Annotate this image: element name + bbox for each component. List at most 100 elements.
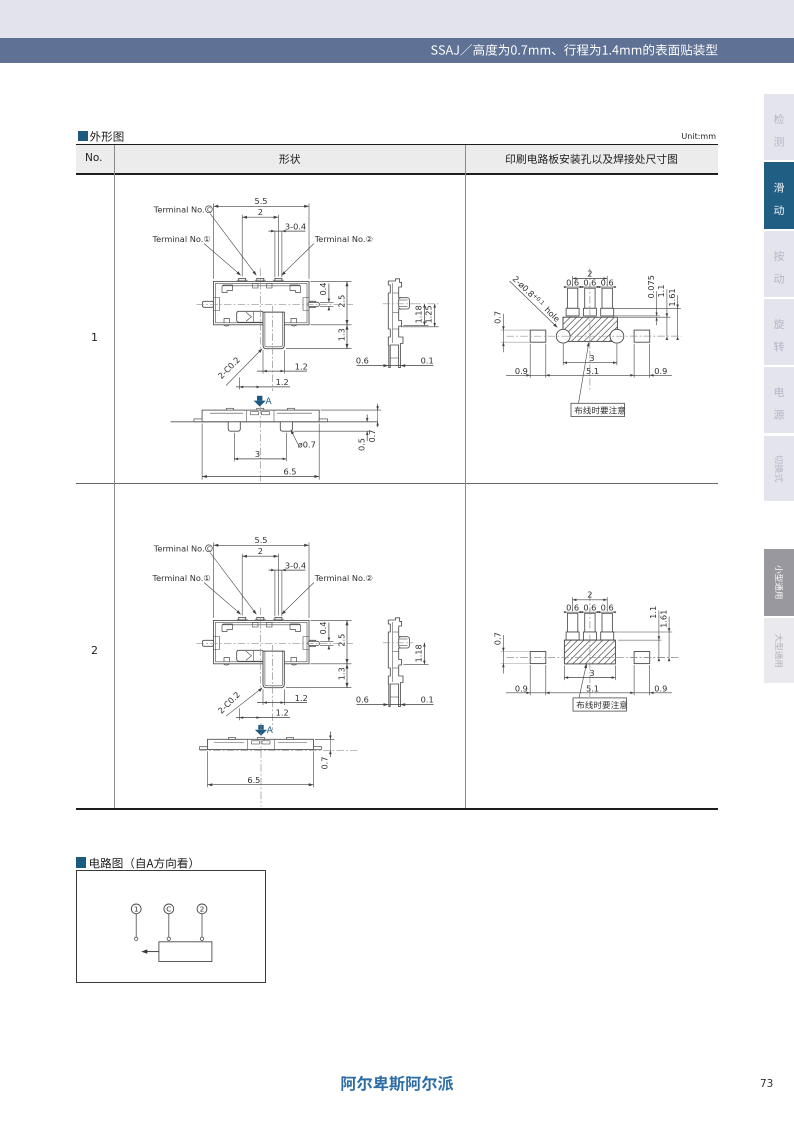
dim-label: 1.25 [424,305,434,323]
dim-label: 3 [589,353,594,363]
title-bar [0,37,794,63]
sidebar-tab-xiaoxing-tongyong[interactable]: 小型通用 [764,549,794,616]
row1-pcb-note [574,406,626,415]
sidebar-tab-andong[interactable]: 按动 [764,231,794,297]
dim-label: 6.5 [283,467,296,477]
dim-label: 0.9 [654,366,667,376]
dim-label: 2 [587,268,592,278]
dim-label: 2.5 [336,634,346,647]
terminal-label: Terminal No.② [314,573,373,583]
dim-label: 5.5 [254,196,267,206]
row2-pcb-note [576,700,628,709]
table-column-divider-1 [113,145,115,808]
sidebar-tab-dianyuan[interactable]: 电源 [764,367,794,433]
dim-label: C [207,208,211,214]
row1-number: 1 [91,330,98,344]
dim-label: 0.6 [566,603,579,613]
terminal-label: Terminal No. [153,204,205,214]
row2-number: 2 [91,644,98,657]
sidebar-tab-glyphs [773,182,784,216]
dim-label: 2-C0.2 [216,355,242,381]
dim-label: 1.1 [656,284,666,297]
dim-label: 3 [589,668,594,678]
view-a-arrow [253,395,266,407]
sidebar-tab-glyphs [773,250,785,284]
dim-label: 0.9 [515,366,528,376]
dim-label: 0.7 [493,311,503,324]
circuit-section-title [89,857,192,869]
table-row-divider [76,483,718,485]
sidebar-tab-huadong[interactable]: 滑动 [764,162,794,229]
dim-label: 3-0.4 [285,560,306,570]
dim-label: C [207,547,211,553]
dim-label: 0.5 [357,438,367,451]
dim-label: 0.075 [646,275,656,298]
dim-label: 0.9 [654,683,667,693]
view-a-arrow [254,724,268,736]
dim-label: 5.1 [586,366,599,376]
dim-label: 5.1 [586,683,599,693]
row2-bottom-view: A 0.7 6.5 [199,723,358,807]
table-border-bottom [76,808,718,811]
hole-callout: 2-ø0.8+0.1 hole [511,274,562,324]
row2-side-view: 1.18 0.6 0.1 [356,617,434,708]
sidebar-tab-glyphs [773,318,785,352]
dim-label: 0.1 [421,694,434,704]
dim-label: 2 [587,590,592,600]
sidebar-tab-glyphs [773,113,785,147]
row2-top-view: 5.5 2 3-0.4 Terminal No. C Terminal No.①… [152,535,373,730]
table-header-border [76,173,718,175]
terminal-label: Terminal No.② [314,234,373,244]
terminal-label: Terminal No.① [152,234,211,244]
dim-label: 0.4 [318,621,328,634]
sidebar-tab-glyphs [773,386,785,420]
dim-label: 2-C0.2 [216,690,242,716]
terminal-label: Terminal No. [153,543,205,553]
row2-pcb-view: 2 0.6 0.6 0.6 0.7 1.1 1.61 3 5.1 0.9 0.9… [493,590,680,712]
sidebar-tab-daxing-tongyong[interactable]: 大型通用 [764,617,794,683]
sidebar-tab-glyphs [775,565,783,599]
view-a-label: A [265,396,272,407]
dim-label: 0.6 [583,603,596,613]
top-band [0,0,794,38]
dim-label: 0.4 [318,282,328,295]
dim-label: 1.3 [336,667,346,680]
circuit-section-bullet [75,857,87,868]
row1-side-view: 1.18 1.25 0.6 0.1 [356,278,439,369]
dim-label: 1.2 [276,377,289,387]
sidebar-tab-qiehuanshi[interactable]: 切换式 [764,435,794,501]
sidebar-tab-glyphs [775,633,784,667]
table-header-no: No. [85,151,103,164]
dim-label: 6.5 [247,775,260,785]
dim-label: 2.5 [336,295,346,308]
dim-label: 3 [255,449,260,459]
sidebar-tab-jiance[interactable]: 检测 [764,94,794,160]
dim-label: 2 [258,546,263,556]
dim-label: 1.18 [413,644,423,662]
dim-label: 0.7 [320,756,330,769]
dim-label: 1.61 [667,288,677,306]
brand-logo-text [341,1075,454,1092]
dim-label: ø0.7 [298,439,316,449]
row1-top-view: 5.5 2 3-0.4 Terminal No. C Terminal No.①… [152,196,373,391]
row1-bottom-view: A ø0.7 3 6.5 0.7 0.5 [170,395,381,482]
table-header-background [76,145,718,173]
unit-label: Unit:mm [681,131,716,141]
dim-label: 0.7 [493,632,503,645]
table-border-top [76,143,718,146]
dim-label: 0.1 [421,355,434,365]
outline-section-title [89,131,124,142]
dim-label: 0.7 [367,429,377,442]
dim-label: 0.9 [515,683,528,693]
dim-label: 1.61 [658,610,668,628]
dim-label: 1.2 [295,693,308,703]
circuit-diagram-box [75,870,267,983]
table-column-divider-2 [465,145,466,808]
dim-label: 1.1 [648,606,658,619]
dim-label: 0.6 [356,355,369,365]
dim-label: 0.6 [601,603,614,613]
sidebar-tab-xuanzhuan[interactable]: 旋转 [764,299,794,365]
dim-label: 0.6 [583,278,596,288]
dim-label: 1.18 [413,305,423,323]
sidebar-tab-glyphs [774,454,784,482]
